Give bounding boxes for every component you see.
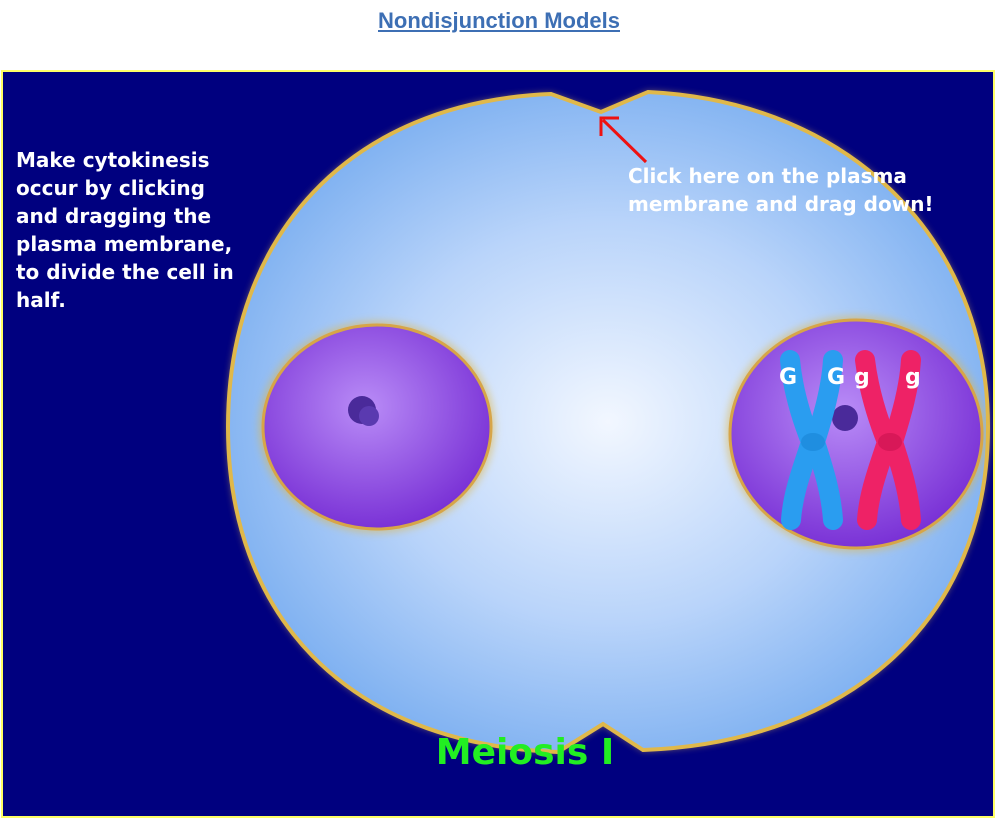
plasma-membrane[interactable] — [225, 89, 991, 755]
stage-label: Meiosis I — [435, 732, 615, 773]
allele-label-1: G — [779, 365, 797, 390]
cell-canvas[interactable]: G G g g — [3, 72, 993, 816]
right-nucleus — [728, 318, 984, 550]
chromosome-recessive[interactable] — [855, 350, 921, 530]
allele-label-3: g — [854, 365, 870, 390]
simulation-stage[interactable]: G G g g Make cytokinesis occur by clicki… — [1, 70, 995, 818]
page-title[interactable]: Nondisjunction Models — [378, 8, 620, 33]
chromosome-dominant[interactable] — [780, 350, 843, 530]
instructions-text: Make cytokinesis occur by clicking and d… — [16, 148, 234, 312]
left-nucleolus-lobe — [359, 406, 379, 426]
allele-label-4: g — [905, 365, 921, 390]
left-nucleus — [261, 323, 493, 531]
allele-label-2: G — [827, 365, 845, 390]
pointer-arrow-icon — [599, 116, 648, 164]
drag-hint-text: Click here on the plasma membrane and dr… — [628, 164, 934, 216]
page-title-wrap: Nondisjunction Models — [0, 8, 998, 34]
right-nucleolus — [832, 405, 858, 431]
